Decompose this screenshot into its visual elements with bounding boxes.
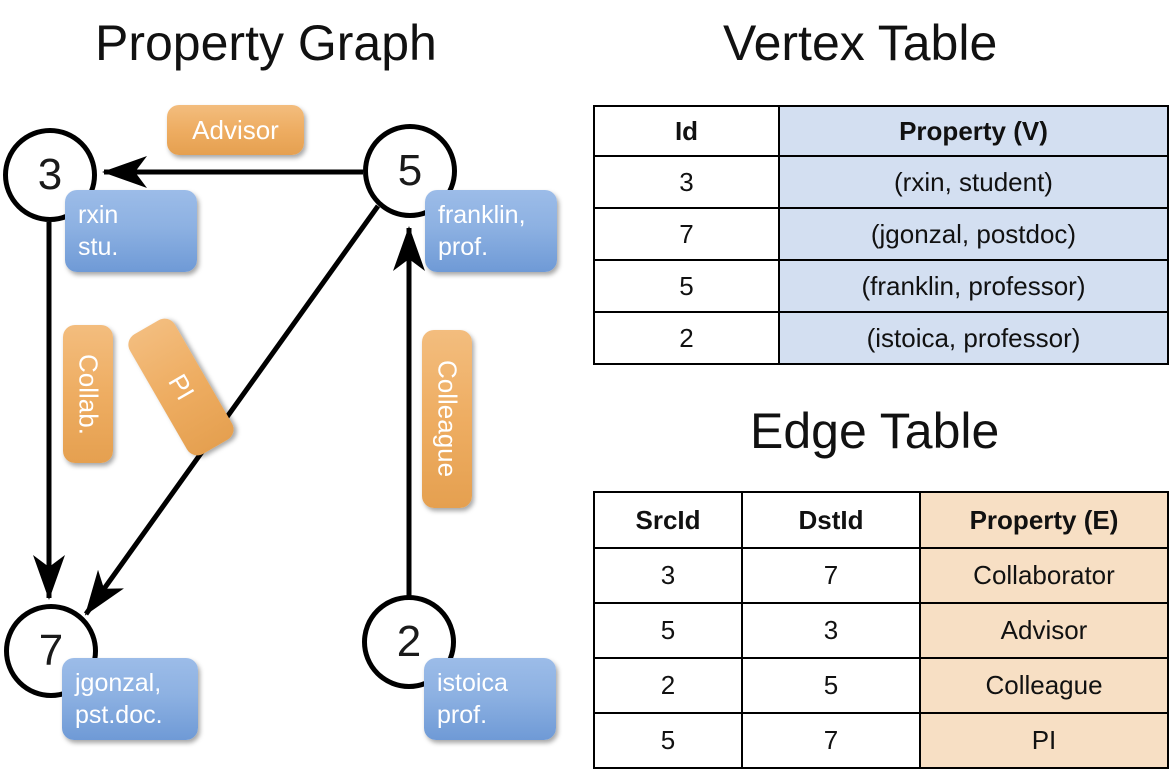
vertex-label-franklin[interactable]: franklin, prof. [425,190,557,272]
edge-label-pi-text: PI [162,368,201,405]
table-row[interactable]: 2 5 Colleague [593,657,1169,714]
table-row[interactable]: 7 (jgonzal, postdoc) [593,207,1169,261]
vertex-row-1-id: 7 [593,207,780,261]
vertex-table-header-id: Id [593,105,780,157]
vertex-row-0-property: (rxin, student) [778,155,1169,209]
edge-row-0-srcid: 3 [593,547,743,604]
edge-row-1-srcid: 5 [593,602,743,659]
edge-row-2-srcid: 2 [593,657,743,714]
vertex-label-istoica-line2: prof. [437,701,488,729]
edge-row-2-dstid: 5 [741,657,921,714]
graph-node-7-id: 7 [38,626,64,675]
vertex-table-header-property: Property (V) [778,105,1169,157]
property-graph-panel: Property Graph 3 5 7 2 rxin stu. frankli… [0,0,585,760]
edge-table-header-property: Property (E) [919,491,1169,549]
edge-table: SrcId DstId Property (E) 3 7 Collaborato… [593,491,1169,769]
graph-node-5-id: 5 [397,146,423,195]
vertex-label-rxin-line2: stu. [78,233,119,261]
edge-label-advisor-text: Advisor [192,114,279,145]
edge-table-header-row: SrcId DstId Property (E) [593,491,1169,549]
table-row[interactable]: 5 (franklin, professor) [593,259,1169,313]
graph-node-2[interactable]: 2 [362,595,456,689]
table-row[interactable]: 5 3 Advisor [593,602,1169,659]
vertex-row-2-id: 5 [593,259,780,313]
page-title-property-graph: Property Graph [95,15,437,71]
edge-label-collab[interactable]: Collab. [63,325,113,463]
graph-node-5[interactable]: 5 [363,124,457,218]
table-row[interactable]: 3 7 Collaborator [593,547,1169,604]
edge-row-0-property: Collaborator [919,547,1169,604]
edge-label-colleague-text: Colleague [432,360,463,478]
vertex-table: Id Property (V) 3 (rxin, student) 7 (jgo… [593,105,1169,365]
graph-edges-svg [33,156,425,616]
vertex-label-jgonzal[interactable]: jgonzal, pst.doc. [62,658,198,740]
edge-label-colleague[interactable]: Colleague [422,330,472,508]
vertex-label-rxin-line1: rxin [78,201,119,229]
section-title-edge-table: Edge Table [750,403,1000,459]
edge-row-1-property: Advisor [919,602,1169,659]
vertex-row-3-id: 2 [593,311,780,365]
vertex-row-2-property: (franklin, professor) [778,259,1169,313]
vertex-label-franklin-line2: prof. [438,233,489,261]
table-row[interactable]: 2 (istoica, professor) [593,311,1169,365]
vertex-label-jgonzal-line2: pst.doc. [75,701,163,729]
graph-node-3-id: 3 [37,150,63,199]
graph-node-2-id: 2 [396,617,422,666]
vertex-label-jgonzal-line1: jgonzal, [75,669,162,697]
vertex-label-rxin[interactable]: rxin stu. [65,190,197,272]
edge-5-to-7 [83,204,381,616]
edge-label-collab-text: Collab. [73,353,104,435]
edge-row-0-dstid: 7 [741,547,921,604]
vertex-label-istoica-line1: istoica [437,669,508,697]
edge-label-advisor[interactable]: Advisor [167,105,304,155]
edge-table-header-srcid: SrcId [593,491,743,549]
section-title-vertex-table: Vertex Table [723,15,998,71]
vertex-label-franklin-line1: franklin, [438,201,526,229]
vertex-row-0-id: 3 [593,155,780,209]
table-row[interactable]: 3 (rxin, student) [593,155,1169,209]
vertex-table-header-row: Id Property (V) [593,105,1169,157]
edge-row-1-dstid: 3 [741,602,921,659]
vertex-row-3-property: (istoica, professor) [778,311,1169,365]
edge-table-header-dstid: DstId [741,491,921,549]
vertex-row-1-property: (jgonzal, postdoc) [778,207,1169,261]
edge-row-2-property: Colleague [919,657,1169,714]
vertex-label-istoica[interactable]: istoica prof. [424,658,556,740]
